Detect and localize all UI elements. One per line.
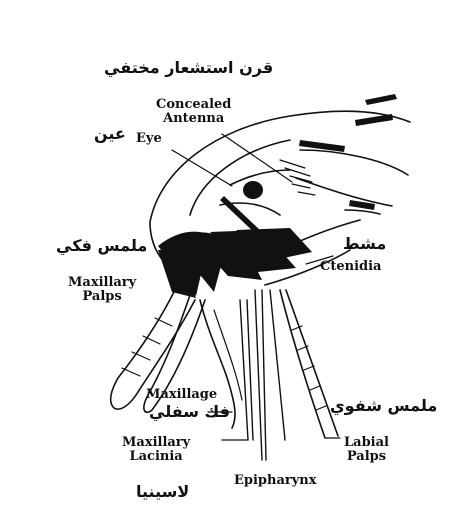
concealed-antenna-en-line1: Concealed — [156, 98, 231, 112]
lacinia-ar-label: لاسينيا — [136, 484, 189, 501]
pronotum-line-3 — [345, 210, 380, 214]
maxillary-lacinia-en-line2: Lacinia — [122, 450, 190, 464]
eye-en-label: Eye — [136, 132, 162, 146]
labial-palps-en-line2: Palps — [344, 450, 389, 464]
maxillage-ar-label: فك سفلي — [149, 404, 230, 421]
pronotum-line-1 — [300, 150, 408, 175]
pronotum-line-2 — [296, 178, 392, 206]
eye-shape — [243, 181, 263, 199]
leader-eye — [172, 150, 232, 186]
eye-ar-label: عين — [94, 126, 126, 143]
concealed-antenna-en-line2: Antenna — [156, 112, 231, 126]
labial-palps-ar-label: ملمس شفوي — [330, 398, 437, 415]
head-dark-stripe-2 — [355, 114, 393, 126]
maxillary-lacinia-en-label: Maxillary Lacinia — [122, 436, 190, 463]
maxillary-palps-en-label: Maxillary Palps — [68, 276, 136, 303]
epipharynx-en-label: Epipharynx — [234, 474, 317, 488]
maxillage-en-label: Maxillage — [146, 388, 217, 402]
maxillary-palps-ar-label: ملمس فكي — [56, 238, 147, 255]
ctenidia-comb — [158, 228, 312, 298]
lacinia-stylet — [240, 300, 253, 440]
concealed-antenna-en-label: Concealed Antenna — [156, 98, 231, 125]
maxillary-palps-en-line1: Maxillary — [68, 276, 136, 290]
epipharynx-stylet — [255, 290, 266, 460]
labial-palp — [280, 290, 325, 438]
labial-palps-en-line1: Labial — [344, 436, 389, 450]
maxillary-lacinia-en-line1: Maxillary — [122, 436, 190, 450]
maxillary-palps-en-line2: Palps — [68, 290, 136, 304]
ctenidia-en-label: Ctenidia — [320, 260, 381, 274]
labial-palps-en-label: Labial Palps — [344, 436, 389, 463]
ctenidia-ar-label: مشط — [343, 236, 386, 253]
antennal-groove — [230, 170, 290, 185]
head-dark-stripe-1 — [365, 94, 397, 105]
concealed-antenna-ar-label: قرن استشعار مختفي — [104, 60, 273, 77]
